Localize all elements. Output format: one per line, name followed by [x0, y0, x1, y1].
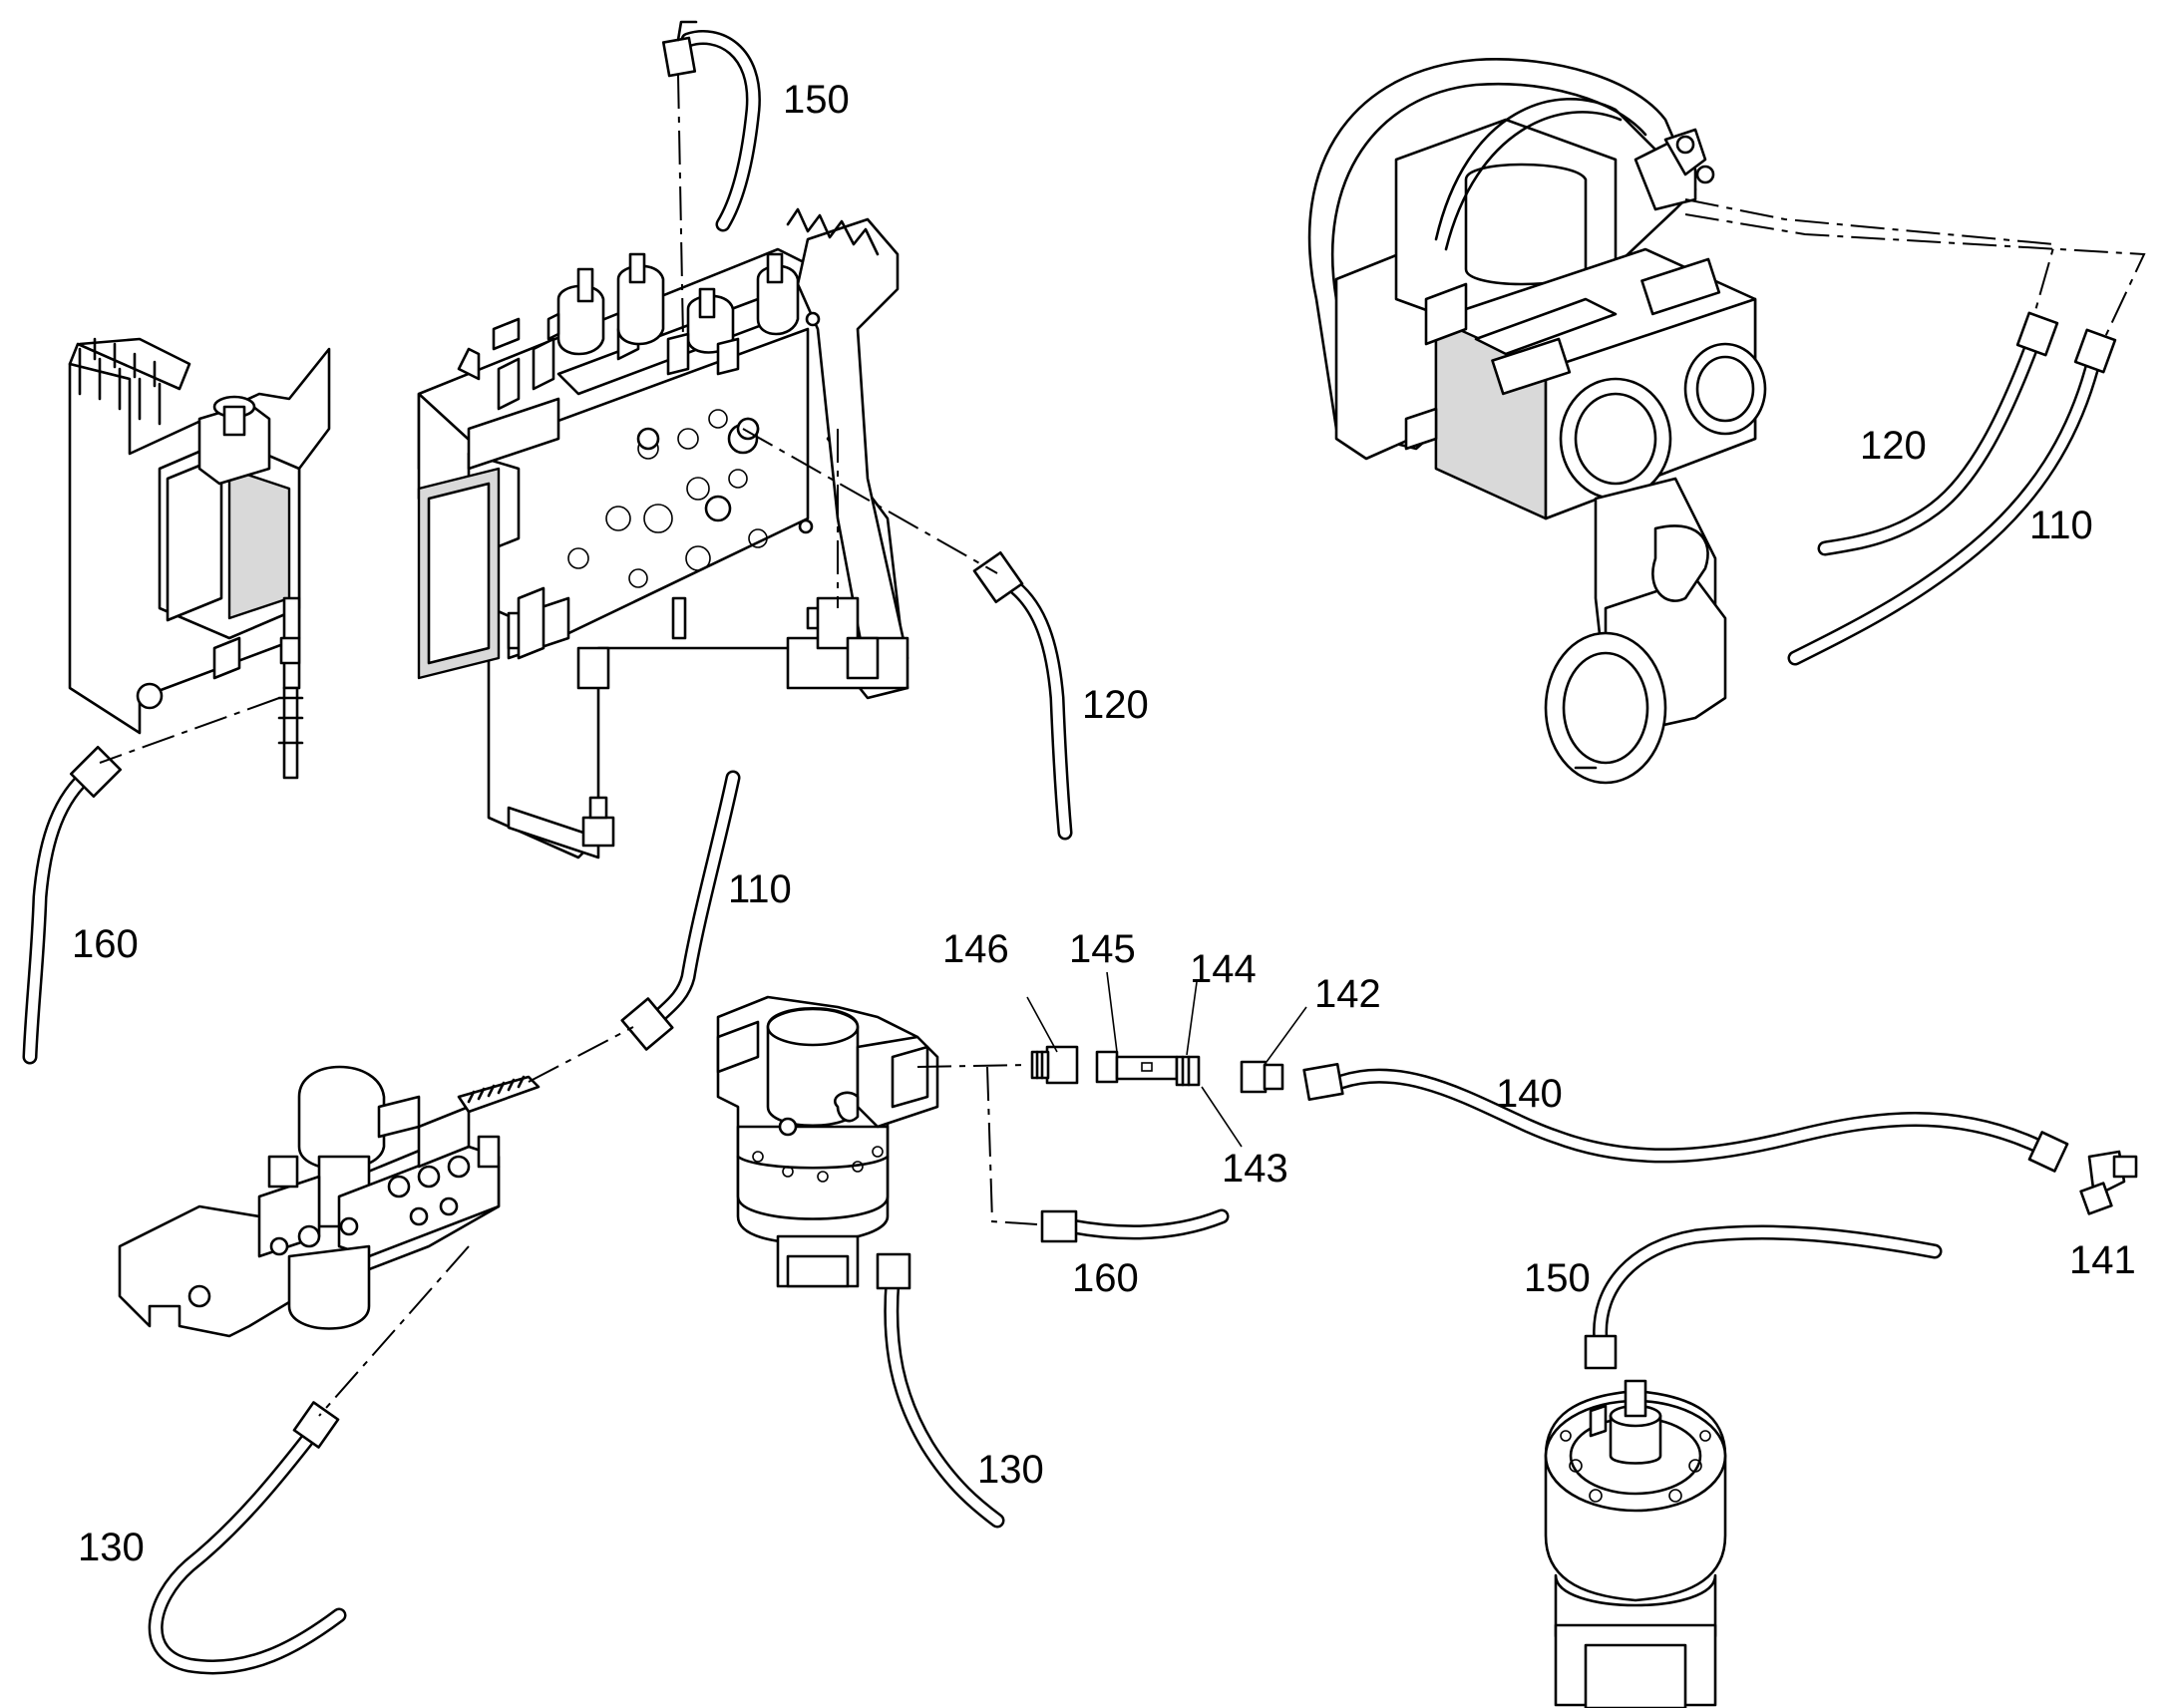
middle-hydraulic-pump-assembly: [716, 995, 939, 1288]
callout-150-top: 150: [783, 78, 850, 122]
bottom-right-motor-assembly: [1544, 1379, 1727, 1708]
hose-160-left: [22, 745, 123, 1065]
hose-120-top-right: [1817, 311, 2059, 556]
fitting-142: [1240, 1060, 1284, 1094]
callout-110-mid: 110: [728, 867, 792, 911]
central-main-valve-block-assembly: [417, 207, 909, 859]
hose-110-top-right: [1787, 328, 2117, 666]
callout-146: 146: [942, 927, 1009, 971]
hose-120-mid: [972, 550, 1073, 841]
callout-140: 140: [1496, 1072, 1563, 1116]
hose-130-mid: [876, 1252, 1005, 1529]
callout-130-mid: 130: [977, 1448, 1044, 1492]
callout-142: 142: [1314, 972, 1381, 1016]
callout-150-bottom: 150: [1524, 1256, 1591, 1300]
callout-110-top-right: 110: [2029, 504, 2093, 547]
callout-160-left: 160: [72, 922, 139, 966]
callout-144: 144: [1190, 947, 1257, 991]
hose-150-bottom: [1584, 1224, 1943, 1370]
callout-141: 141: [2069, 1238, 2136, 1282]
hose-150-top: [661, 20, 761, 232]
callout-145: 145: [1069, 927, 1136, 971]
callout-leader-lines: [1026, 971, 1307, 1148]
fitting-146: [1030, 1045, 1079, 1085]
fitting-144: [1175, 1055, 1201, 1087]
hose-160-lower: [1040, 1208, 1230, 1243]
callout-120-mid: 120: [1082, 683, 1149, 727]
left-valve-bracket-assembly: [68, 337, 331, 780]
callout-120-top-right: 120: [1860, 424, 1927, 468]
hose-110-mid: [620, 770, 741, 1051]
fitting-145: [1095, 1050, 1179, 1084]
callout-143: 143: [1222, 1147, 1288, 1191]
dashed-connection-lines: [99, 74, 2146, 1417]
fitting-141-elbow: [2079, 1150, 2138, 1215]
callout-160-lower: 160: [1072, 1256, 1139, 1300]
hose-140: [1302, 1062, 2069, 1173]
top-right-pump-housing-assembly: [1307, 58, 1767, 785]
callout-130-left: 130: [78, 1526, 145, 1569]
hose-130-left: [148, 1401, 347, 1675]
lower-left-valve-assembly: [118, 1065, 541, 1338]
